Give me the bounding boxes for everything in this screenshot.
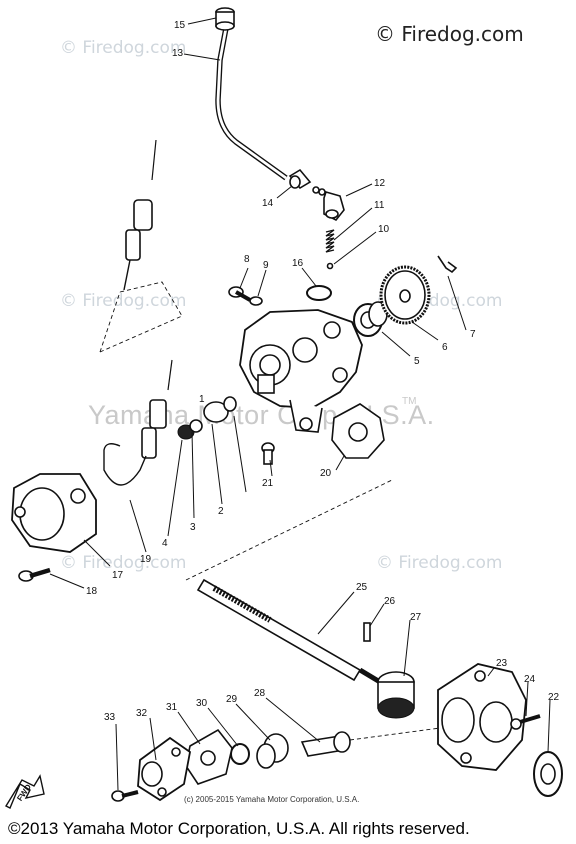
washer-9 xyxy=(249,296,263,306)
callout-6: 6 xyxy=(442,342,448,353)
screw-33 xyxy=(111,790,139,802)
callout-7: 7 xyxy=(470,329,476,340)
oil-pipe xyxy=(215,27,288,181)
callout-27: 27 xyxy=(410,612,422,623)
collar-27 xyxy=(377,671,415,719)
check-spring-11 xyxy=(325,229,335,253)
o-ring-16 xyxy=(306,285,332,301)
callout-2: 2 xyxy=(218,506,224,517)
pin-26 xyxy=(363,622,371,642)
clip-7 xyxy=(437,255,458,274)
callout-31: 31 xyxy=(166,702,178,713)
trademark-mark: TM xyxy=(402,396,417,407)
seal-1 xyxy=(223,396,237,412)
collar-29 xyxy=(256,733,289,769)
callout-3: 3 xyxy=(190,522,196,533)
callout-21: 21 xyxy=(262,478,274,489)
callout-19: 19 xyxy=(140,554,152,565)
screw-18 xyxy=(18,567,51,582)
pump-cable-upper xyxy=(123,139,157,291)
callout-16: 16 xyxy=(292,258,304,269)
cover-32 xyxy=(137,736,191,802)
firedog-watermark: © Firedog.com xyxy=(60,291,187,311)
firedog-watermark: © Firedog.com xyxy=(60,38,187,58)
gasket-31 xyxy=(185,728,233,785)
callout-17: 17 xyxy=(112,570,124,581)
diagram-copyright: (c) 2005-2015 Yamaha Motor Corporation, … xyxy=(184,795,360,804)
callout-15: 15 xyxy=(174,20,186,31)
callout-20: 20 xyxy=(320,468,332,479)
gear-28 xyxy=(300,731,351,757)
callout-9: 9 xyxy=(263,260,269,271)
callout-18: 18 xyxy=(86,586,98,597)
callout-22: 22 xyxy=(548,692,560,703)
gasket-20 xyxy=(331,403,385,459)
callout-labels: 1 2 3 4 5 6 7 8 9 10 11 12 13 14 15 16 1… xyxy=(86,20,560,723)
reference-line xyxy=(349,727,441,741)
callout-1: 1 xyxy=(199,394,205,405)
pump-cable-lower xyxy=(103,359,173,486)
callout-26: 26 xyxy=(384,596,396,607)
plate-2 xyxy=(203,401,229,423)
footer-copyright: ©2013 Yamaha Motor Corporation, U.S.A. A… xyxy=(8,819,470,838)
bearing-5 xyxy=(353,301,388,337)
screw-8 xyxy=(228,286,251,302)
callout-32: 32 xyxy=(136,708,148,719)
callout-23: 23 xyxy=(496,658,508,669)
callout-8: 8 xyxy=(244,254,250,265)
callout-30: 30 xyxy=(196,698,208,709)
reference-line xyxy=(185,479,393,581)
housing-23 xyxy=(437,663,527,771)
callout-24: 24 xyxy=(524,674,536,685)
drive-shaft-25 xyxy=(196,578,382,685)
callout-28: 28 xyxy=(254,688,266,699)
washer-30 xyxy=(230,743,250,765)
callout-13: 13 xyxy=(172,48,184,59)
reference-line xyxy=(99,281,183,353)
callout-10: 10 xyxy=(378,224,390,235)
callout-33: 33 xyxy=(104,712,116,723)
union-12 xyxy=(312,186,345,222)
seal-22 xyxy=(533,751,563,797)
firedog-watermark: © Firedog.com xyxy=(376,553,503,573)
bolt-21 xyxy=(261,442,275,465)
pump-cover-17 xyxy=(11,473,97,553)
callout-11: 11 xyxy=(374,200,385,211)
bushing-4 xyxy=(177,419,203,440)
banjo-bolt-15 xyxy=(215,7,235,31)
check-ball-10 xyxy=(326,262,334,270)
oil-pump-body xyxy=(239,309,363,433)
callout-5: 5 xyxy=(414,356,420,367)
gear-6 xyxy=(379,265,431,325)
firedog-watermark-strong: © Firedog.com xyxy=(375,22,524,46)
bolt-24 xyxy=(510,714,541,730)
pipe-joint-14 xyxy=(288,168,312,190)
callout-25: 25 xyxy=(356,582,368,593)
callout-4: 4 xyxy=(162,538,168,549)
callout-12: 12 xyxy=(374,178,386,189)
fwd-arrow-icon xyxy=(5,774,45,809)
leader-lines xyxy=(49,17,551,791)
callout-14: 14 xyxy=(262,198,274,209)
firedog-watermark: © Firedog.com xyxy=(60,553,187,573)
reference-line xyxy=(99,291,121,353)
callout-29: 29 xyxy=(226,694,238,705)
